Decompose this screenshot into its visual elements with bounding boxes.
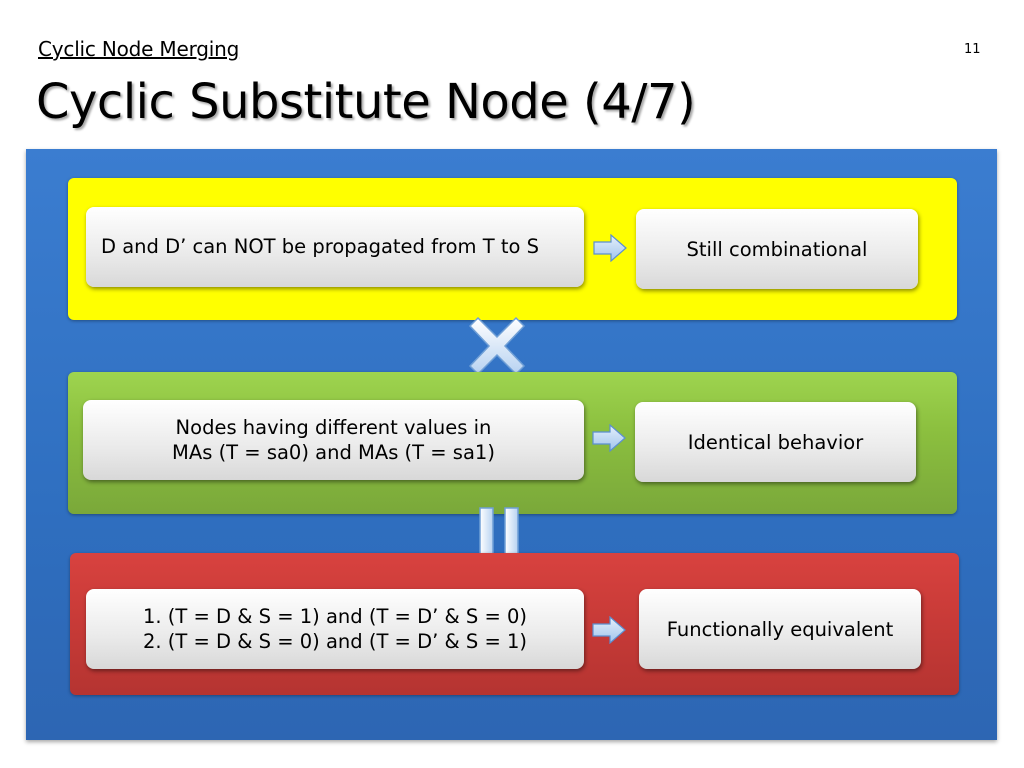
cross-icon <box>468 316 526 376</box>
row-3-result-text: Functionally equivalent <box>666 617 894 641</box>
row-1-condition-box: D and D’ can NOT be propagated from T to… <box>86 207 584 287</box>
right-arrow-icon <box>592 424 626 452</box>
equals-icon <box>479 507 519 559</box>
row-3-result-box: Functionally equivalent <box>639 589 921 669</box>
row-1-condition-text: D and D’ can NOT be propagated from T to… <box>101 235 539 258</box>
row-2-result-box: Identical behavior <box>635 402 916 482</box>
right-arrow-icon <box>592 616 626 644</box>
row-2-condition-line-2: MAs (T = sa0) and MAs (T = sa1) <box>172 441 495 464</box>
row-2-result-text: Identical behavior <box>687 430 864 454</box>
row-3-condition-line-1: 1. (T = D & S = 1) and (T = D’ & S = 0) <box>142 605 528 628</box>
section-title: Cyclic Node Merging <box>38 37 240 61</box>
row-3-condition-line-2: 2. (T = D & S = 0) and (T = D’ & S = 1) <box>142 630 528 653</box>
row-1-result-text: Still combinational <box>686 237 868 261</box>
slide-title: Cyclic Substitute Node (4/7) <box>36 74 696 130</box>
page-number: 11 <box>964 42 981 57</box>
right-arrow-icon <box>593 234 627 262</box>
row-1-result-box: Still combinational <box>636 209 918 289</box>
row-3-condition-box: 1. (T = D & S = 1) and (T = D’ & S = 0) … <box>86 589 584 669</box>
row-2-condition-line-1: Nodes having different values in <box>175 416 492 439</box>
row-2-condition-box: Nodes having different values in MAs (T … <box>83 400 584 480</box>
